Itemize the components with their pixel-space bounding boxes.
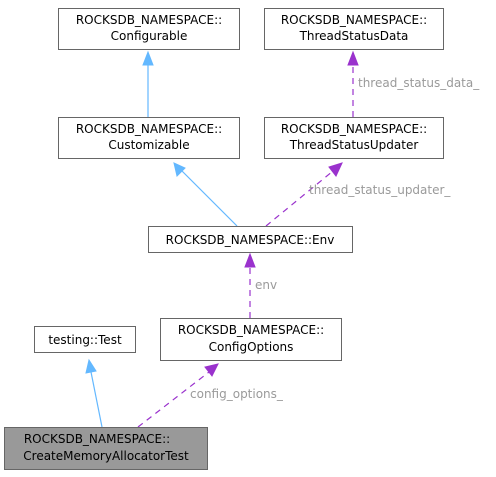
node-configurable-line2: Configurable xyxy=(111,29,188,43)
node-create-memory-allocator-test[interactable]: ROCKSDB_NAMESPACE:: CreateMemoryAllocato… xyxy=(4,427,208,470)
node-configurable-line1: ROCKSDB_NAMESPACE:: xyxy=(76,13,222,27)
arrowhead-customizable xyxy=(173,162,186,177)
node-configurable[interactable]: ROCKSDB_NAMESPACE:: Configurable xyxy=(58,8,240,50)
node-thread-status-data-line2: ThreadStatusData xyxy=(299,29,409,43)
node-env-line1: ROCKSDB_NAMESPACE::Env xyxy=(166,233,335,247)
edge-label-env: env xyxy=(255,278,277,292)
arrowhead-env xyxy=(244,252,256,268)
node-config-options-line2: ConfigOptions xyxy=(209,340,294,354)
node-config-options-line1: ROCKSDB_NAMESPACE:: xyxy=(178,323,324,337)
node-env[interactable]: ROCKSDB_NAMESPACE::Env xyxy=(148,226,353,253)
node-thread-status-updater-line2: ThreadStatusUpdater xyxy=(289,138,419,152)
arrowhead-threadstatusupdater xyxy=(328,162,343,177)
edge-env-to-customizable xyxy=(181,170,238,227)
node-testing-test-line1: testing::Test xyxy=(48,333,122,347)
node-create-memory-allocator-test-line2: CreateMemoryAllocatorTest xyxy=(23,449,189,463)
edge-test-to-configoptions xyxy=(137,371,210,428)
arrowhead-testingtest xyxy=(85,358,97,374)
node-testing-test[interactable]: testing::Test xyxy=(34,326,136,353)
edge-label-thread-status-data: thread_status_data_ xyxy=(358,76,480,90)
edge-label-config-options: config_options_ xyxy=(190,387,284,401)
node-customizable-line1: ROCKSDB_NAMESPACE:: xyxy=(76,122,222,136)
node-thread-status-updater-line1: ROCKSDB_NAMESPACE:: xyxy=(281,122,427,136)
node-thread-status-updater[interactable]: ROCKSDB_NAMESPACE:: ThreadStatusUpdater xyxy=(264,117,444,159)
edge-test-to-testingtest xyxy=(90,371,103,428)
node-thread-status-data[interactable]: ROCKSDB_NAMESPACE:: ThreadStatusData xyxy=(264,8,444,50)
edge-env-to-threadstatusupdater xyxy=(265,170,334,227)
arrowhead-threadstatusdata xyxy=(347,50,359,66)
node-customizable[interactable]: ROCKSDB_NAMESPACE:: Customizable xyxy=(58,117,240,159)
arrowhead-configurable xyxy=(142,50,154,66)
node-thread-status-data-line1: ROCKSDB_NAMESPACE:: xyxy=(281,13,427,27)
edge-label-thread-status-updater: thread_status_updater_ xyxy=(309,183,451,197)
node-create-memory-allocator-test-line1: ROCKSDB_NAMESPACE:: xyxy=(24,432,170,446)
node-config-options[interactable]: ROCKSDB_NAMESPACE:: ConfigOptions xyxy=(160,318,342,361)
arrowhead-configoptions xyxy=(204,363,219,377)
node-customizable-line2: Customizable xyxy=(108,138,189,152)
